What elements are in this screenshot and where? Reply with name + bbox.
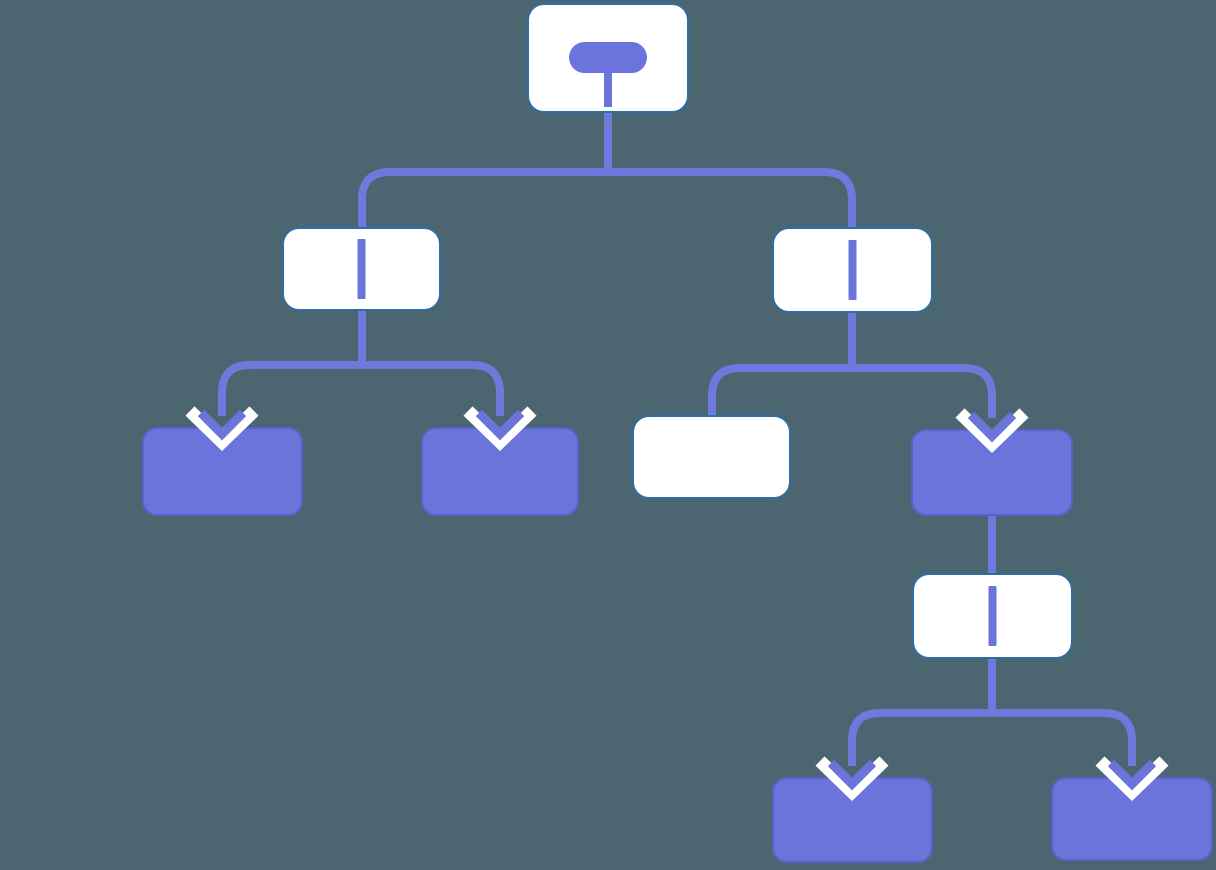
arrow-leaf-left-1-head: [197, 409, 247, 441]
node-child-plain-box[interactable]: [632, 415, 791, 499]
node-child-plain[interactable]: [632, 415, 791, 499]
node-root-pill-stem: [604, 71, 612, 107]
node-branch-right[interactable]: [772, 227, 933, 313]
edge-root-to-branches: [358, 112, 856, 228]
edge-lower-to-leaves: [848, 658, 1136, 766]
nodes-layer: [142, 3, 1213, 863]
chevron-down-icon: [463, 406, 537, 452]
arrow-leaf-left-2-outline: [463, 406, 537, 452]
arrow-leaf-bottom-1-outline: [815, 756, 889, 802]
arrow-child-target-outline: [955, 408, 1029, 454]
arrow-leaf-left-1-outline: [185, 406, 259, 452]
node-root-pill-decoration: [569, 42, 647, 73]
node-branch-left-bar-decoration: [357, 239, 366, 299]
arrow-leaf-bottom-2-head: [1107, 759, 1157, 791]
edge-branch-right-to-children: [708, 312, 996, 418]
chevron-down-icon: [815, 756, 889, 802]
arrows-layer: [185, 406, 1169, 802]
chevron-down-icon: [185, 406, 259, 452]
node-root[interactable]: [527, 3, 689, 113]
node-branch-lower[interactable]: [912, 573, 1073, 659]
chevron-down-icon: [1095, 756, 1169, 802]
arrow-child-target-head: [967, 411, 1017, 443]
node-branch-left[interactable]: [282, 227, 441, 311]
node-branch-lower-bar-decoration: [988, 586, 997, 646]
arrow-leaf-bottom-1-head: [827, 759, 877, 791]
node-branch-right-bar-decoration: [848, 240, 857, 300]
edge-branch-left-to-leaves: [218, 310, 504, 416]
arrow-leaf-left-2-head: [475, 409, 525, 441]
edges-layer: [218, 112, 1136, 766]
arrow-leaf-bottom-2-outline: [1095, 756, 1169, 802]
chevron-down-icon: [955, 408, 1029, 454]
